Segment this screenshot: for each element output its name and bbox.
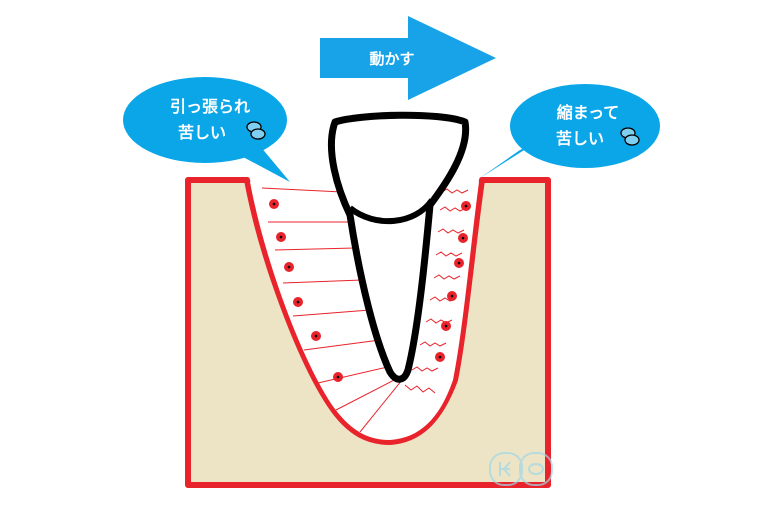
periodontal-ligament xyxy=(250,182,479,440)
speech-bubble-right: 縮まって 苦しい xyxy=(480,84,660,178)
bubble-left-line2: 苦しい xyxy=(178,123,226,142)
sweat-drops-icon xyxy=(246,121,266,140)
stretched-fibers xyxy=(261,187,403,433)
alveolar-bone xyxy=(185,177,551,488)
tooth-crown-line xyxy=(348,198,435,225)
bubble-right-line2: 苦しい xyxy=(556,129,604,148)
watermark-logo xyxy=(489,452,553,486)
move-arrow: 動かす xyxy=(320,16,496,100)
speech-bubble-left: 引っ張られ 苦しい xyxy=(123,77,290,182)
ligament-cells xyxy=(269,199,471,382)
bubble-right-line1: 縮まって xyxy=(557,103,620,122)
tooth xyxy=(328,111,470,383)
sweat-drops-icon xyxy=(620,127,640,146)
bubble-left-line1: 引っ張られ xyxy=(170,97,250,116)
move-label: 動かす xyxy=(369,50,414,68)
